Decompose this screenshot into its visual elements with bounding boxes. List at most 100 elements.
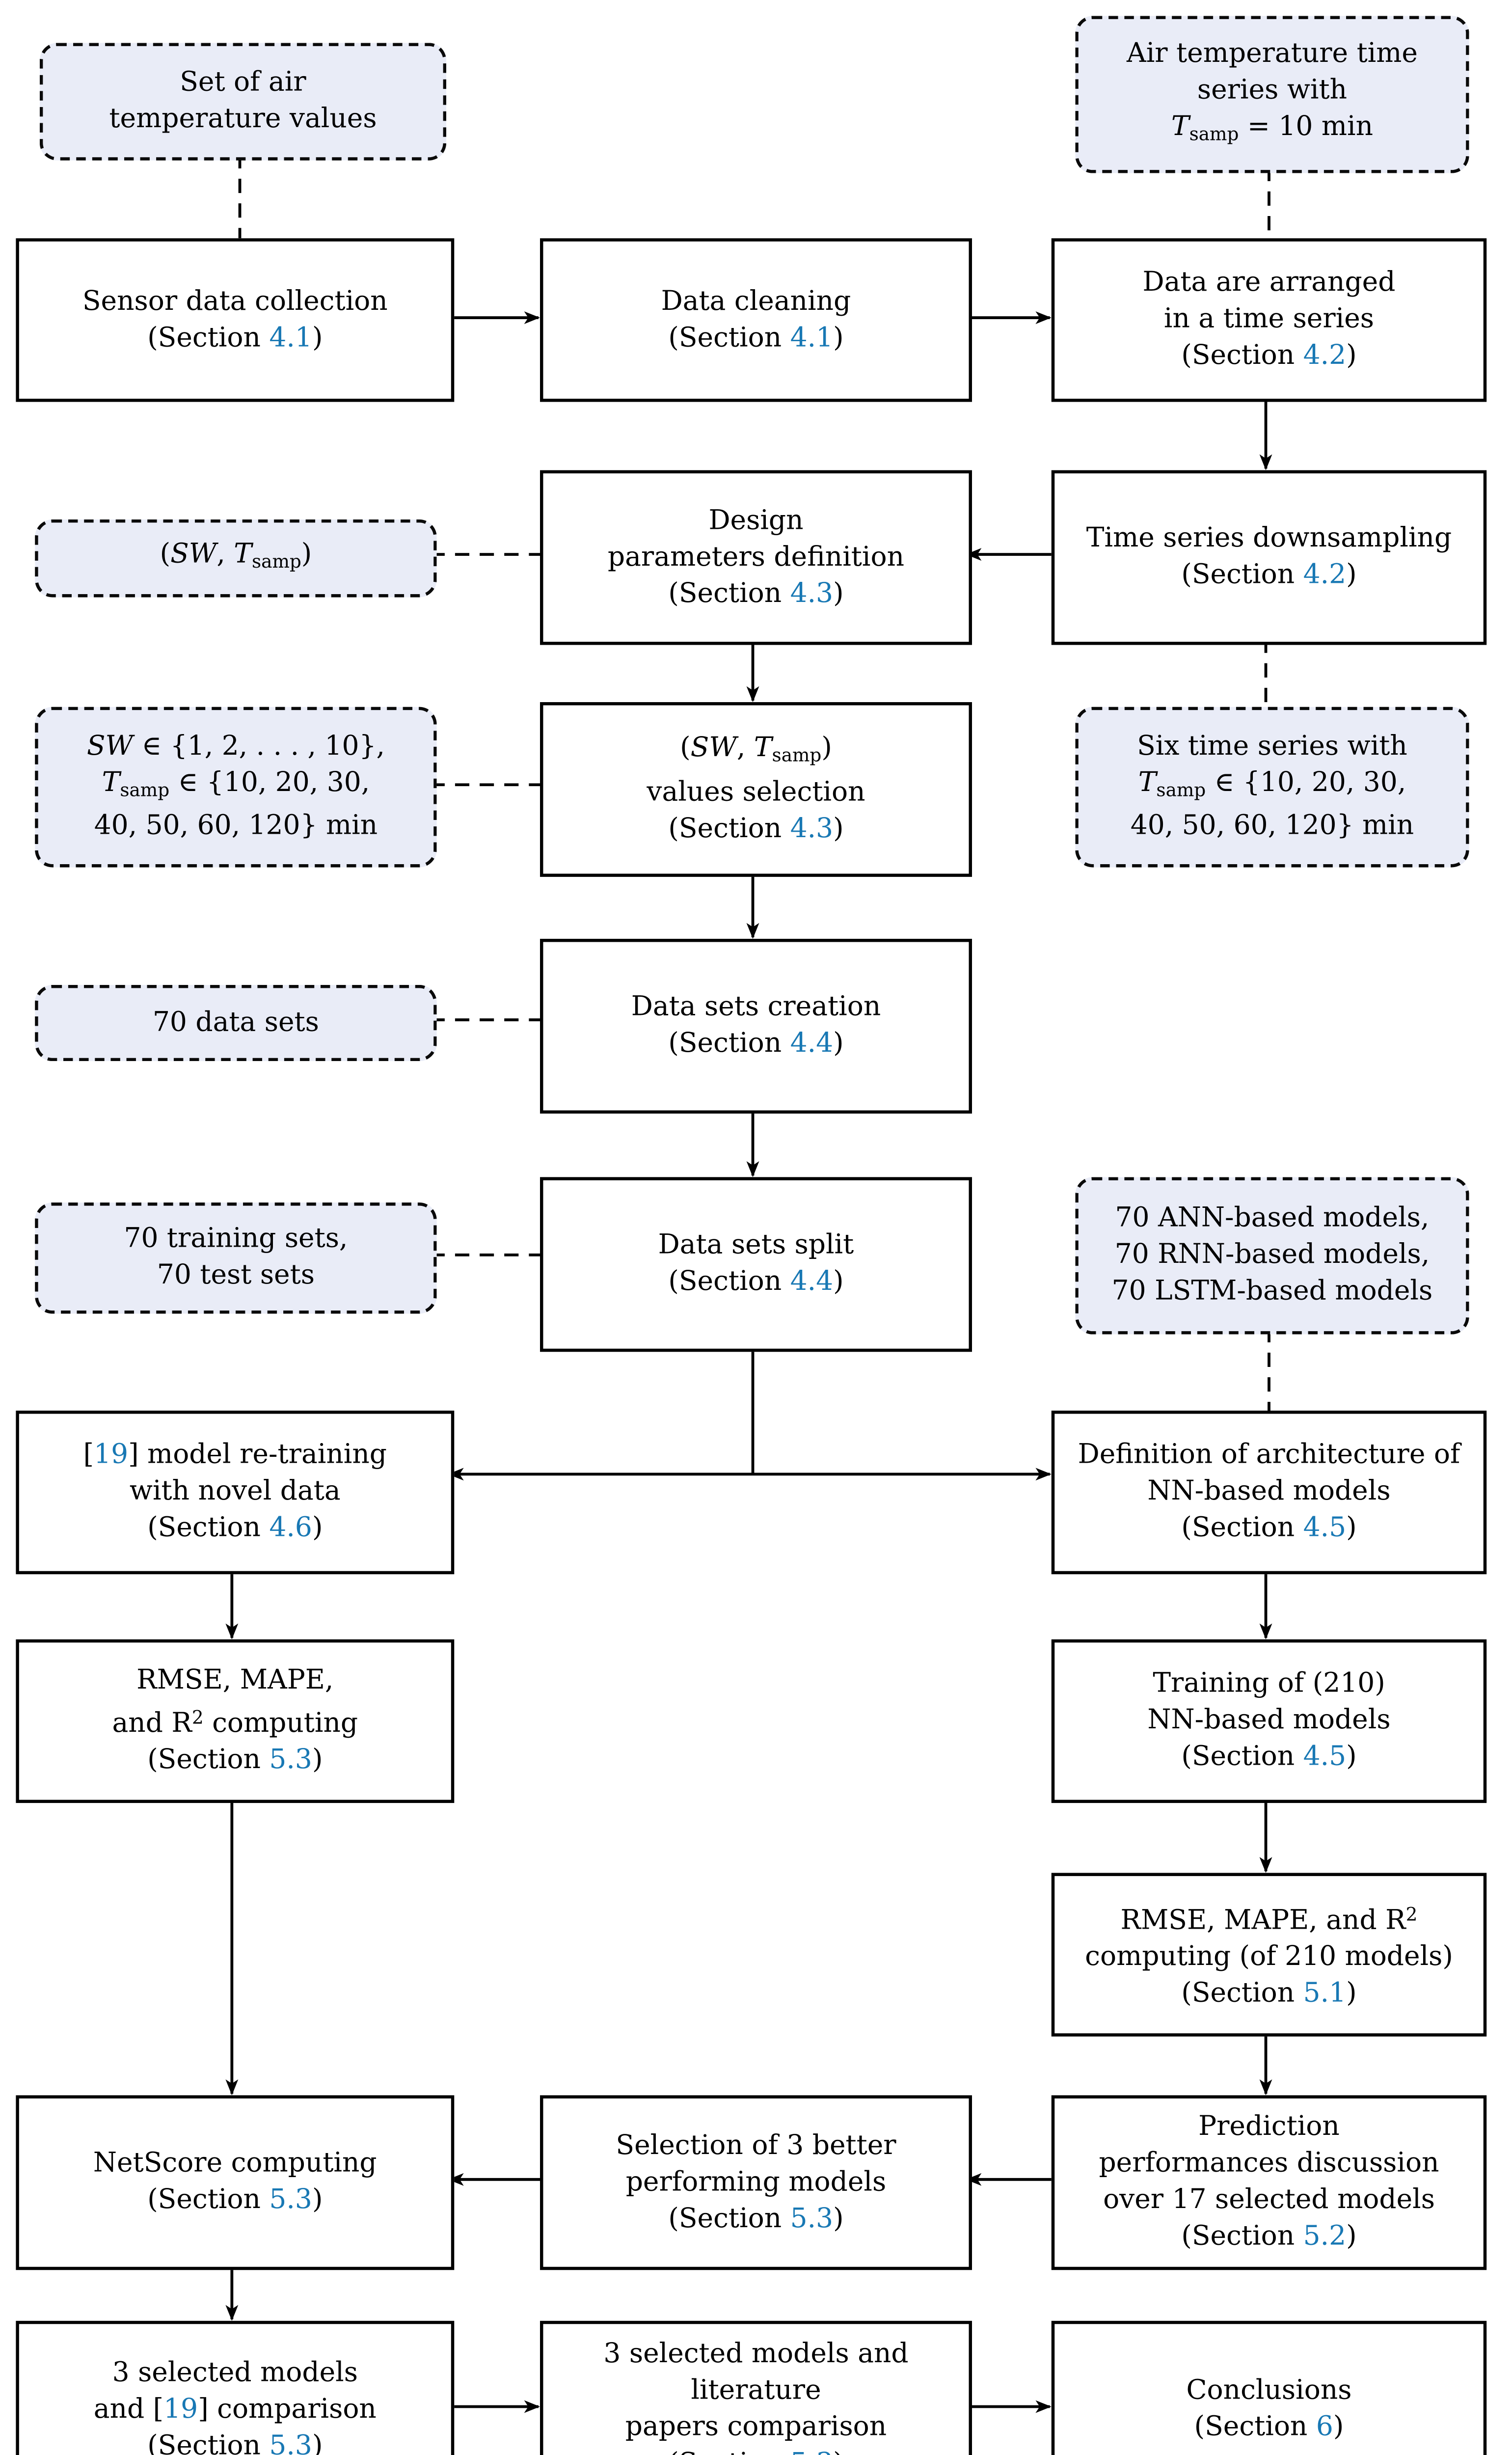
node-design-parameters-definition: Design parameters definition (Section 4.3): [540, 470, 972, 645]
node-models-210: 70 ANN-based models, 70 RNN-based models,…: [1075, 1177, 1469, 1335]
section-ref-link[interactable]: 6: [1316, 2411, 1333, 2443]
node-rmse-mape-r2-210: RMSE, MAPE, and R2 computing (of 210 mode…: [1051, 1873, 1487, 2037]
node-text-line: Definition of architecture of: [1078, 1439, 1460, 1471]
section-ref-link[interactable]: 5.3: [790, 2202, 834, 2235]
section-ref-link[interactable]: 5.1: [1303, 1978, 1347, 2010]
node-seventy-data-sets: 70 data sets: [35, 984, 437, 1062]
node-text-line: values selection: [647, 776, 865, 808]
section-ref-link[interactable]: 4.1: [269, 322, 312, 354]
node-text-line: Tsamp ∈ {10, 20, 30,: [102, 767, 370, 801]
node-text-line: (Section 6): [1194, 2411, 1344, 2443]
node-text-line: Tsamp = 10 min: [1171, 111, 1374, 145]
node-text-line: NN-based models: [1147, 1704, 1391, 1737]
node-rmse-mape-r2-computing: RMSE, MAPE,and R2 computing(Section 5.3): [16, 1639, 455, 1803]
node-text-line: Prediction: [1198, 2111, 1340, 2143]
node-text-line: parameters definition: [607, 541, 905, 573]
node-text-line: temperature values: [109, 103, 377, 136]
node-text-line: Tsamp ∈ {10, 20, 30,: [1138, 767, 1406, 801]
section-ref-link[interactable]: 4.2: [1303, 340, 1347, 372]
node-text-line: (Section 4.2): [1181, 559, 1357, 591]
node-netscore-computing: NetScore computing (Section 5.3): [16, 2095, 455, 2270]
section-ref-link[interactable]: 4.2: [1303, 559, 1347, 591]
node-training-210-models: Training of (210) NN-based models (Section…: [1051, 1639, 1487, 1803]
section-ref-link[interactable]: 19: [163, 2393, 198, 2425]
node-text-line: papers comparison: [625, 2411, 887, 2443]
node-sw-tsamp-values-selection: (SW, Tsamp)values selection(Section 4.3): [540, 702, 972, 877]
node-text-line: (Section 5.3): [668, 2446, 843, 2455]
node-text-line: 70 RNN-based models,: [1114, 1239, 1430, 1271]
node-text-line: Design: [708, 504, 804, 536]
node-time-series-downsampling: Time series downsampling (Section 4.2): [1051, 470, 1487, 645]
section-ref-link[interactable]: 5.3: [269, 2184, 312, 2216]
node-text-line: (Section 4.6): [147, 1512, 323, 1544]
section-ref-link[interactable]: 4.5: [1303, 1741, 1347, 1773]
node-text-line: (Section 4.4): [668, 1266, 844, 1298]
node-conclusions: Conclusions (Section 6): [1051, 2320, 1487, 2455]
node-text-line: (Section 4.1): [147, 322, 323, 354]
section-ref-link[interactable]: 19: [94, 1439, 129, 1471]
node-text-line: (Section 4.3): [668, 577, 844, 609]
node-text-line: Conclusions: [1186, 2374, 1352, 2407]
node-text-line: and [19] comparison: [93, 2393, 377, 2425]
node-text-line: 3 selected models and: [603, 2338, 909, 2371]
node-text-line: (Section 5.3): [147, 2428, 323, 2455]
section-ref-link[interactable]: 4.5: [1303, 1512, 1347, 1544]
node-text-line: 3 selected models: [112, 2356, 358, 2389]
node-sw-tsamp-ranges: SW ∈ {1, 2, . . . , 10}, Tsamp ∈ {10, 20,…: [35, 707, 437, 868]
node-text-line: Data sets split: [658, 1229, 854, 1261]
node-text-line: in a time series: [1163, 303, 1375, 335]
node-text-line: 70 ANN-based models,: [1115, 1202, 1430, 1234]
node-text-line: (Section 5.1): [1181, 1978, 1357, 2010]
node-text-line: (Section 5.3): [147, 2184, 323, 2216]
section-ref-link[interactable]: 5.2: [1303, 2220, 1347, 2253]
section-ref-link[interactable]: 4.4: [790, 1266, 834, 1298]
node-text-line: (Section 4.5): [1181, 1512, 1357, 1544]
node-text-line: 40, 50, 60, 120} min: [94, 810, 378, 843]
section-ref-link[interactable]: 5.3: [269, 2429, 312, 2455]
node-text-line: (Section 4.1): [668, 322, 844, 354]
node-text-line: performances discussion: [1099, 2148, 1439, 2180]
node-text-line: (Section 5.3): [147, 1744, 323, 1776]
node-text-line: Time series downsampling: [1086, 522, 1452, 555]
node-text-line: RMSE, MAPE, and R2: [1120, 1903, 1418, 1937]
node-text-line: Sensor data collection: [82, 285, 388, 317]
node-text-line: 70 LSTM-based models: [1111, 1275, 1433, 1308]
node-text-line: and R2 computing: [112, 1706, 358, 1740]
node-seventy-training-test-sets: 70 training sets,70 test sets: [35, 1202, 437, 1314]
node-text-line: (Section 4.5): [1181, 1741, 1357, 1773]
node-text-line: SW ∈ {1, 2, . . . , 10},: [86, 730, 385, 763]
node-text-line: (SW, Tsamp): [160, 538, 312, 573]
node-prediction-performances: Prediction performances discussion over 17…: [1051, 2095, 1487, 2270]
node-text-line: over 17 selected models: [1103, 2184, 1435, 2216]
node-text-line: 70 training sets,: [124, 1223, 348, 1255]
node-text-line: [19] model re-training: [83, 1439, 387, 1471]
node-text-line: NetScore computing: [93, 2148, 377, 2180]
section-ref-link[interactable]: 5.3: [790, 2448, 834, 2455]
node-text-line: Data are arranged: [1142, 267, 1396, 299]
node-data-sets-split: Data sets split (Section 4.4): [540, 1177, 972, 1352]
node-data-cleaning: Data cleaning (Section 4.1): [540, 238, 972, 402]
node-text-line: Six time series with: [1137, 730, 1407, 763]
node-text-line: computing (of 210 models): [1085, 1941, 1453, 1973]
node-sensor-data-collection: Sensor data collection (Section 4.1): [16, 238, 455, 402]
node-text-line: literature: [691, 2374, 821, 2407]
section-ref-link[interactable]: 4.6: [269, 1512, 312, 1544]
node-text-line: 70 data sets: [152, 1006, 319, 1038]
section-ref-link[interactable]: 4.3: [790, 577, 834, 609]
node-text-line: (Section 5.3): [668, 2202, 844, 2235]
node-text-line: Data cleaning: [661, 285, 851, 317]
node-text-line: 40, 50, 60, 120} min: [1130, 810, 1414, 843]
section-ref-link[interactable]: 4.1: [790, 322, 834, 354]
section-ref-link[interactable]: 4.3: [790, 813, 834, 845]
node-text-line: (Section 4.3): [668, 813, 844, 845]
node-text-line: Training of (210): [1153, 1668, 1385, 1700]
section-ref-link[interactable]: 4.4: [790, 1028, 834, 1060]
section-ref-link[interactable]: 5.3: [269, 1744, 312, 1776]
